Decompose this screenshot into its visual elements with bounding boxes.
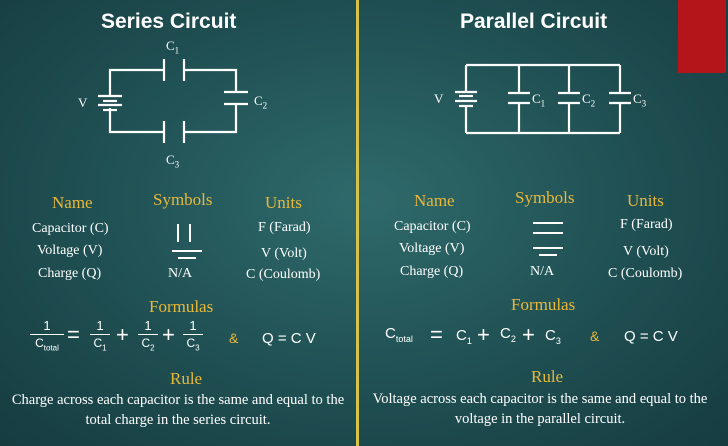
series-symbol-battery bbox=[172, 250, 202, 259]
parallel-symbols-header: Symbols bbox=[515, 188, 575, 207]
series-row-charge-unit: C (Coulomb) bbox=[246, 267, 321, 282]
series-row-voltage-name: Voltage (V) bbox=[37, 243, 103, 258]
series-title: Series Circuit bbox=[101, 10, 237, 33]
series-formula-term3: 1 C3 bbox=[183, 318, 203, 352]
parallel-c1-label: C1 bbox=[532, 91, 546, 109]
series-formula-ampersand: & bbox=[229, 330, 239, 346]
series-row-voltage-unit: V (Volt) bbox=[261, 246, 307, 261]
series-circuit-diagram bbox=[98, 59, 248, 143]
parallel-row-charge-symbol: N/A bbox=[530, 264, 555, 279]
series-symbol-capacitor bbox=[177, 224, 191, 242]
series-v-label: V bbox=[78, 95, 88, 110]
series-formula-qcv: Q = C V bbox=[262, 330, 316, 347]
parallel-formula-ctotal: Ctotal bbox=[385, 325, 413, 344]
parallel-formula-plus2: + bbox=[522, 322, 535, 347]
series-formula-plus2: + bbox=[162, 322, 175, 347]
parallel-formulas-header: Formulas bbox=[511, 295, 576, 314]
parallel-row-capacitor-unit: F (Farad) bbox=[620, 217, 673, 232]
parallel-units-header: Units bbox=[627, 191, 664, 210]
series-name-header: Name bbox=[52, 193, 93, 212]
series-units-header: Units bbox=[265, 193, 302, 212]
series-row-charge-symbol: N/A bbox=[168, 266, 193, 281]
series-formula-lhs: 1 Ctotal bbox=[30, 318, 64, 352]
series-symbols-header: Symbols bbox=[153, 190, 213, 209]
series-rule-header: Rule bbox=[170, 369, 203, 388]
center-divider bbox=[356, 0, 359, 446]
parallel-symbol-capacitor bbox=[533, 222, 563, 234]
parallel-title: Parallel Circuit bbox=[460, 10, 608, 33]
parallel-row-charge-unit: C (Coulomb) bbox=[608, 266, 683, 281]
series-formulas-header: Formulas bbox=[149, 297, 214, 316]
series-formula-plus1: + bbox=[116, 322, 129, 347]
series-formula-eq: = bbox=[67, 322, 80, 347]
parallel-name-header: Name bbox=[414, 191, 455, 210]
series-c2-label: C2 bbox=[254, 93, 268, 111]
series-row-charge-name: Charge (Q) bbox=[38, 266, 102, 281]
parallel-formula-c2: C2 bbox=[500, 325, 516, 344]
parallel-row-voltage-unit: V (Volt) bbox=[623, 244, 669, 259]
parallel-c3-label: C3 bbox=[633, 91, 647, 109]
parallel-row-capacitor-name: Capacitor (C) bbox=[394, 219, 471, 234]
series-formula-term1: 1 C1 bbox=[90, 318, 110, 352]
parallel-formula-qcv: Q = C V bbox=[624, 328, 678, 345]
parallel-formula-ampersand: & bbox=[590, 328, 600, 344]
parallel-c2-label: C2 bbox=[582, 91, 596, 109]
series-formula-term2: 1 C2 bbox=[138, 318, 158, 352]
parallel-rule-text: Voltage across each capacitor is the sam… bbox=[372, 391, 708, 427]
parallel-circuit-diagram bbox=[455, 63, 631, 135]
series-c3-label: C3 bbox=[166, 152, 180, 170]
series-row-capacitor-unit: F (Farad) bbox=[258, 220, 311, 235]
parallel-formula-eq: = bbox=[430, 322, 443, 347]
parallel-row-voltage-name: Voltage (V) bbox=[399, 241, 465, 256]
parallel-symbol-battery bbox=[533, 247, 563, 256]
parallel-row-charge-name: Charge (Q) bbox=[400, 264, 464, 279]
parallel-formula-c3: C3 bbox=[545, 327, 561, 346]
series-rule-text: Charge across each capacitor is the same… bbox=[11, 392, 345, 428]
red-corner-tab bbox=[678, 0, 726, 73]
series-c1-label: C1 bbox=[166, 38, 180, 56]
parallel-rule-header: Rule bbox=[531, 367, 564, 386]
series-row-capacitor-name: Capacitor (C) bbox=[32, 221, 109, 236]
parallel-formula-plus1: + bbox=[477, 322, 490, 347]
parallel-formula-c1: C1 bbox=[456, 327, 472, 346]
parallel-v-label: V bbox=[434, 91, 444, 106]
